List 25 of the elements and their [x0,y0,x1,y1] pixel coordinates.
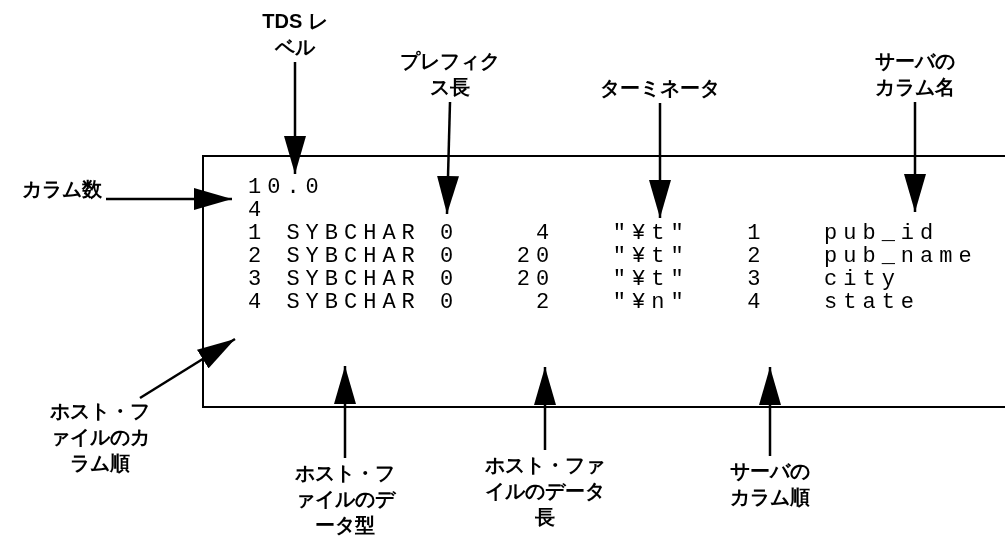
code-line: 3 SYBCHAR 0 20 "¥t" 3 city [248,268,901,291]
callout-label: サーバのカラム名 [870,48,960,100]
leader-arrow [139,337,236,400]
leader-arrow [284,62,306,174]
leader-arrow [437,101,459,215]
leader-arrow [106,188,232,210]
callout-label: ホスト・ファイルのデータ長 [482,452,608,530]
leader-arrow [334,366,356,458]
callout-label: ホスト・ファイルのデータ型 [291,460,399,538]
callout-label: ターミネータ [565,75,755,101]
callout-label: ホスト・ファイルのカラム順 [46,398,154,476]
leader-arrow [904,102,926,212]
leader-arrow [649,103,671,218]
callout-label: サーバのカラム順 [725,458,815,510]
code-line: 4 [248,199,268,222]
code-line: 1 SYBCHAR 0 4 "¥t" 1 pub_id [248,222,940,245]
callout-label: プレフィクス長 [394,48,506,100]
leader-arrow [759,367,781,456]
callout-label: カラム数 [7,176,117,202]
format-file-box [202,155,1005,408]
code-line: 10.0 [248,176,325,199]
callout-label: TDS レベル [255,8,335,60]
leader-arrow [534,367,556,450]
code-line: 4 SYBCHAR 0 2 "¥n" 4 state [248,291,921,314]
code-line: 2 SYBCHAR 0 20 "¥t" 2 pub_name [248,245,978,268]
